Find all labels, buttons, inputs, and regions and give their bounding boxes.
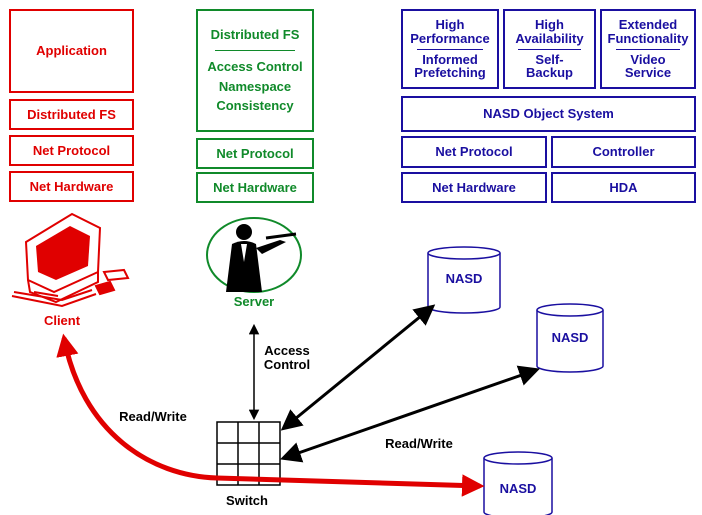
nasd-controller-box: Controller — [551, 136, 696, 168]
read-write-right-label: Read/Write — [385, 436, 453, 451]
server-fs-box: Distributed FS Access Control Namespace … — [196, 9, 314, 132]
disk-icon — [427, 246, 501, 314]
client-hardware-label: Net Hardware — [29, 178, 114, 194]
client-nasd3-rw-arrow — [56, 333, 485, 497]
server-consistency-label: Consistency — [216, 98, 294, 114]
computer-icon — [11, 212, 130, 308]
server-label: Server — [233, 294, 275, 309]
object-system-label: NASD Object System — [483, 106, 614, 122]
nasd-hda-box: HDA — [551, 172, 696, 203]
avail-divider — [518, 48, 581, 50]
perf-title-2: Performance — [410, 30, 490, 46]
nasd-hardware-label: Net Hardware — [432, 179, 516, 195]
perf-sub-2: Prefetching — [414, 65, 486, 81]
control-word: Control — [263, 357, 311, 373]
client-protocol-label: Net Protocol — [32, 142, 111, 158]
server-fs-divider — [215, 49, 295, 51]
ext-sub-2: Service — [624, 65, 672, 81]
client-fs-label: Distributed FS — [27, 106, 116, 122]
ext-divider — [615, 48, 681, 50]
read-write-left-label: Read/Write — [119, 409, 187, 424]
access-word: Access — [264, 343, 310, 358]
client-fs-box: Distributed FS — [9, 99, 134, 130]
perf-divider — [417, 48, 483, 50]
nasd-2-label: NASD — [551, 330, 589, 345]
nasd-functionality-box: Extended Functionality Video Service — [600, 9, 696, 89]
ext-sub-1: Video — [630, 51, 666, 67]
perf-title-1: High — [435, 17, 465, 33]
hda-label: HDA — [609, 179, 638, 195]
avail-title-2: Availability — [515, 30, 584, 46]
ext-title-1: Extended — [618, 17, 678, 33]
nasd-availability-box: High Availability Self- Backup — [503, 9, 596, 89]
server-protocol-box: Net Protocol — [196, 138, 314, 169]
nasd-hardware-box: Net Hardware — [401, 172, 547, 203]
server-butler-icon — [206, 217, 302, 293]
nasd-performance-box: High Performance Informed Prefetching — [401, 9, 499, 89]
nasd-1-label: NASD — [445, 271, 483, 286]
controller-label: Controller — [592, 144, 655, 160]
client-label: Client — [43, 313, 81, 328]
server-access-control-label: Access Control — [207, 58, 303, 74]
ext-title-2: Functionality — [607, 30, 689, 46]
avail-sub-1: Self- — [535, 51, 564, 67]
switch-label: Switch — [226, 493, 268, 508]
avail-title-1: High — [535, 17, 564, 33]
perf-sub-1: Informed — [422, 51, 478, 67]
avail-sub-2: Backup — [526, 65, 573, 81]
nasd-3-label: NASD — [499, 481, 537, 496]
client-application-box: Application — [9, 9, 134, 93]
client-hardware-box: Net Hardware — [9, 171, 134, 202]
nasd-protocol-box: Net Protocol — [401, 136, 547, 168]
nasd-object-system-box: NASD Object System — [401, 96, 696, 132]
server-hardware-box: Net Hardware — [196, 172, 314, 203]
switch-icon — [216, 421, 281, 486]
nasd-protocol-label: Net Protocol — [435, 144, 513, 160]
client-application-label: Application — [36, 43, 107, 59]
server-hardware-label: Net Hardware — [213, 179, 297, 195]
server-protocol-label: Net Protocol — [216, 145, 294, 161]
client-protocol-box: Net Protocol — [9, 135, 134, 166]
server-fs-label: Distributed FS — [210, 27, 300, 43]
server-namespace-label: Namespace — [218, 78, 292, 94]
access-control-label: Access Control — [252, 343, 322, 373]
